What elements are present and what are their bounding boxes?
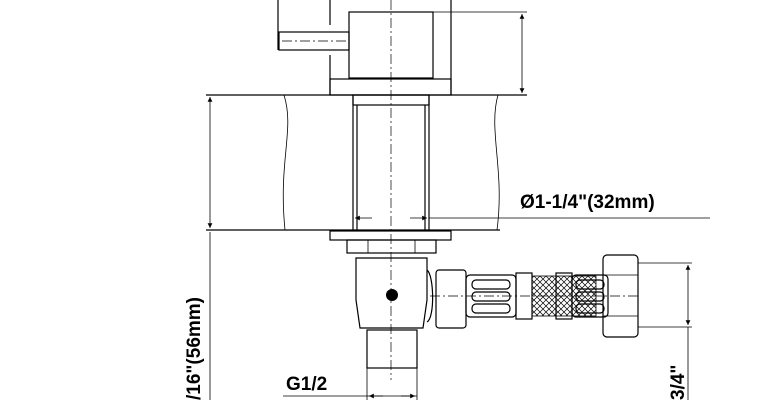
height-label: /16"(56mm) — [184, 297, 205, 400]
hose-thread-label: 3/4" — [668, 365, 689, 400]
thread-label: G1/2 — [286, 374, 327, 395]
countertop-section — [206, 94, 527, 231]
angle-valve — [329, 230, 452, 400]
valve-dot — [386, 289, 398, 301]
braided-hose — [426, 254, 692, 400]
shank — [352, 94, 710, 230]
handle-lever — [277, 0, 350, 95]
diameter-label: Ø1-1/4"(32mm) — [520, 192, 655, 213]
